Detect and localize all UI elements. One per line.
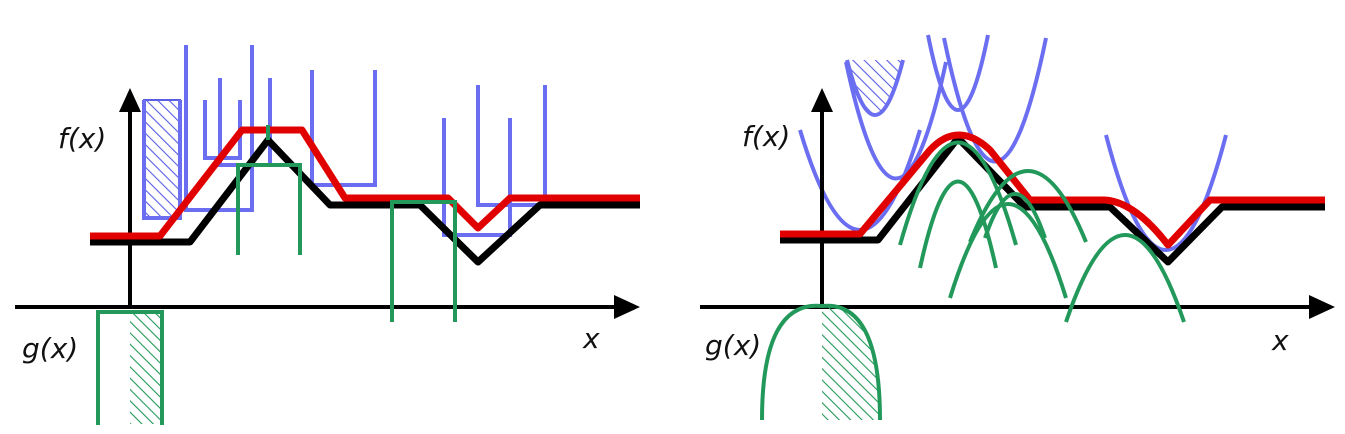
left-y-axis [119, 88, 141, 307]
right-x-label: x [1271, 324, 1289, 357]
left-blue-structuring-elements [142, 45, 547, 237]
left-x-label: x [582, 322, 600, 355]
left-g-hatch-region [130, 312, 162, 424]
left-dilation-curve [90, 126, 640, 240]
left-panel: f(x) g(x) x [15, 45, 640, 425]
right-f-label: f(x) [742, 120, 790, 153]
right-dilation-curve [780, 131, 1325, 249]
left-green-structuring-elements [236, 125, 457, 322]
left-f-curve [90, 136, 640, 266]
left-g-label: g(x) [22, 332, 78, 365]
right-g-hatch-region [822, 305, 880, 420]
right-panel: f(x) g(x) x [700, 34, 1335, 421]
right-g-structuring-element [760, 303, 882, 421]
right-g-label: g(x) [705, 329, 761, 362]
left-x-axis [15, 295, 640, 319]
left-f-label: f(x) [58, 122, 106, 155]
left-blue-hatch-region [143, 99, 181, 219]
right-green-structuring-elements [898, 140, 1186, 323]
right-y-axis [811, 88, 833, 307]
right-x-axis [700, 295, 1335, 319]
left-g-structuring-element [96, 310, 164, 425]
